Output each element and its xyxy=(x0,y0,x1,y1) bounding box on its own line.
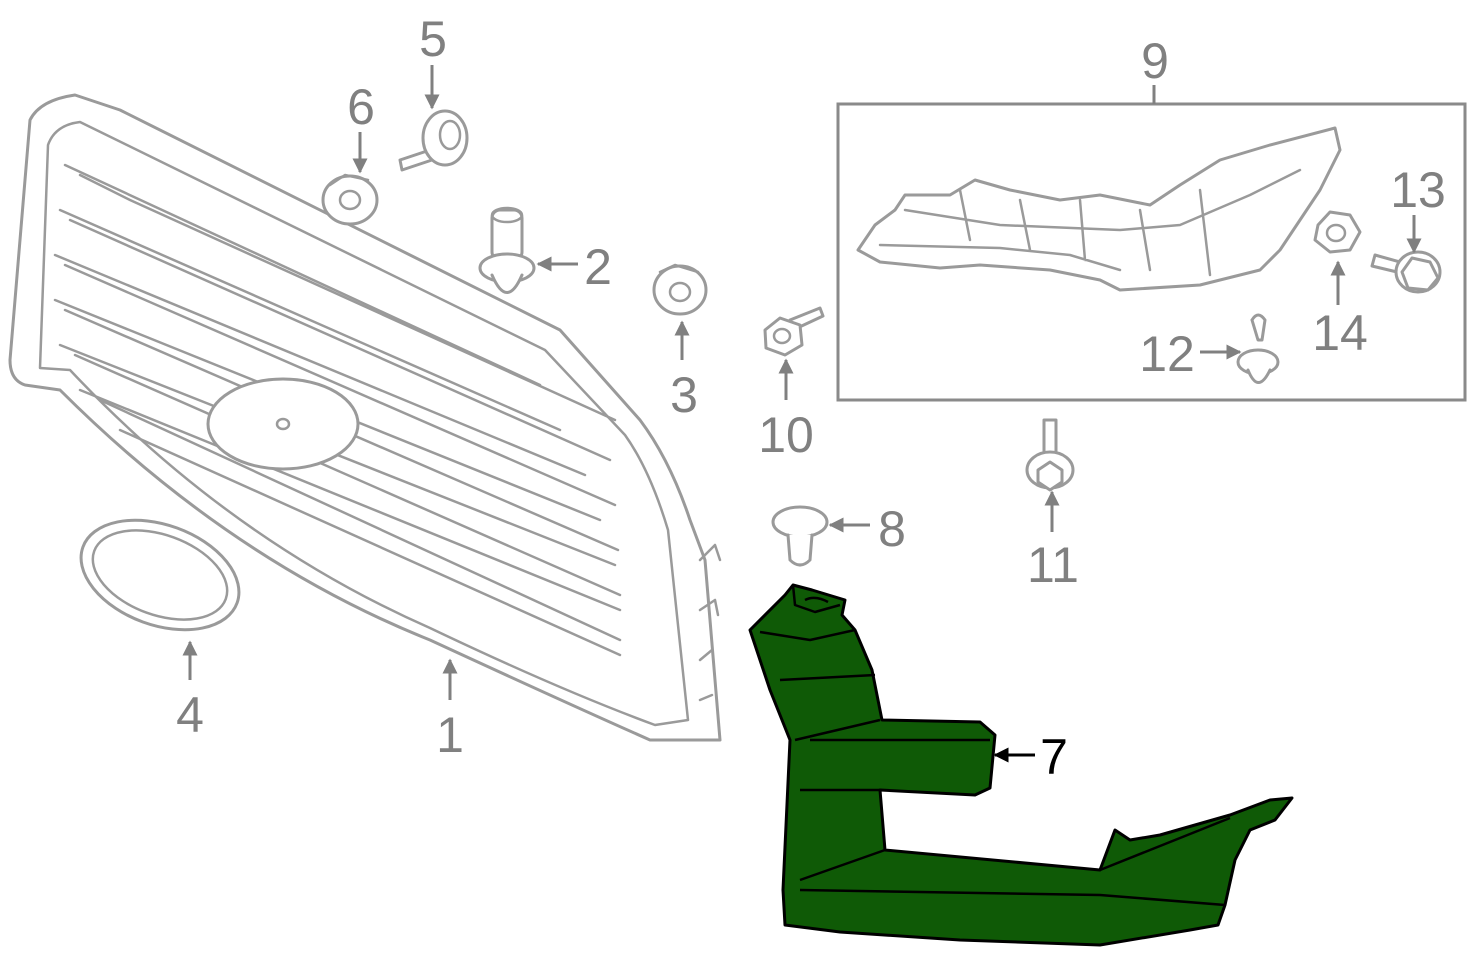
callout-9: 9 xyxy=(1141,33,1169,89)
bolt-11-part xyxy=(1025,418,1075,492)
callout-8: 8 xyxy=(878,501,906,557)
callout-11: 11 xyxy=(1027,537,1079,593)
callout-10: 10 xyxy=(758,407,814,463)
callout-5: 5 xyxy=(419,11,447,67)
nut-14-part xyxy=(1313,210,1362,254)
callout-4: 4 xyxy=(176,687,204,743)
grommet-3-part xyxy=(652,263,708,316)
callout-14: 14 xyxy=(1312,305,1368,361)
callout-1: 1 xyxy=(436,707,464,763)
grommet-6-part xyxy=(321,173,379,226)
callout-13: 13 xyxy=(1390,162,1446,218)
pin-5-part xyxy=(398,109,469,172)
callout-3: 3 xyxy=(670,367,698,423)
bolt-13-part xyxy=(1370,250,1442,294)
clip-2-part xyxy=(478,206,536,294)
grille-part xyxy=(8,93,722,742)
emblem-ring-part xyxy=(79,518,241,632)
clip-8-part xyxy=(771,505,829,567)
deflector-7-part xyxy=(748,583,1294,947)
callout-2: 2 xyxy=(584,239,612,295)
callout-12: 12 xyxy=(1139,326,1195,382)
callout-6: 6 xyxy=(347,79,375,135)
clip-12-part xyxy=(1236,313,1280,384)
callout-7: 7 xyxy=(1040,729,1068,785)
bracket-part xyxy=(856,126,1342,292)
bolt-10-part xyxy=(763,306,825,357)
